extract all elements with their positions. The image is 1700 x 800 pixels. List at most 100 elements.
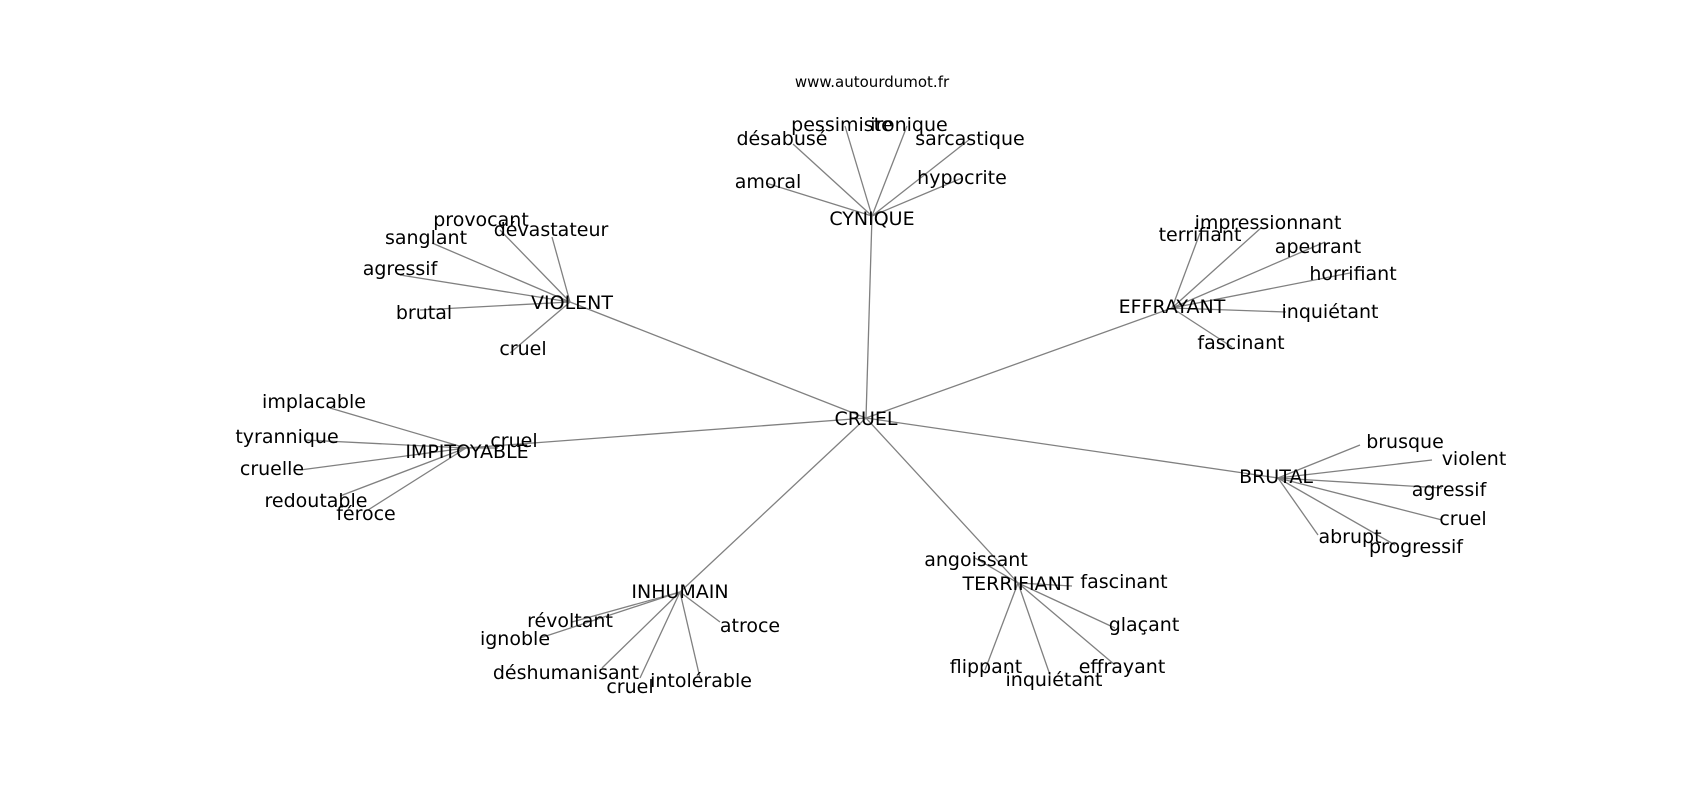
leaf-word: cruelle (240, 458, 304, 480)
center-to-terrifiant-edge (865, 417, 1019, 584)
leaf-word: apeurant (1275, 236, 1361, 258)
impitoyable-leaf-edge (304, 439, 467, 449)
edges (299, 125, 1443, 679)
center-to-cynique-edge (865, 215, 873, 419)
leaf-word: terrifiant (1159, 224, 1242, 246)
violent-leaf-edge (551, 236, 571, 303)
cynique-leaf-edge (844, 125, 873, 217)
groups: CYNIQUE désabusépessimisteironiquesarcast… (235, 114, 1506, 698)
brutal-leaf-edge (1277, 477, 1396, 546)
leaf-word: brusque (1366, 431, 1444, 453)
leaf-word: fascinant (1197, 332, 1284, 354)
leaf-word: hypocrite (917, 167, 1007, 189)
leaf-word: agressif (1412, 479, 1488, 501)
leaf-word: angoissant (924, 549, 1028, 571)
effrayant-leaf-edge (1171, 272, 1351, 309)
cynique-leaf-edge (765, 182, 873, 217)
leaf-word: abrupt (1318, 526, 1381, 548)
inhumain-leaf-edge (679, 591, 701, 679)
impitoyable-leaf-edge (299, 447, 467, 471)
leaf-word: cruel (1439, 508, 1486, 530)
inhumain-leaf-edge (679, 591, 721, 623)
inhumain-leaf-edge (601, 591, 681, 669)
leaf-word: progressif (1369, 536, 1464, 558)
brutal-leaf-edge (1277, 459, 1433, 479)
leaf-word: effrayant (1079, 656, 1166, 678)
leaf-word: redoutable (265, 490, 368, 512)
group-label-brutal: BRUTAL (1239, 466, 1313, 488)
leaf-word: dévastateur (494, 219, 609, 241)
effrayant-leaf-edge (1171, 307, 1233, 348)
impitoyable-leaf-edge (339, 447, 467, 497)
inhumain-leaf-edge (539, 591, 681, 639)
source-label: www.autourdumot.fr (795, 73, 950, 91)
leaf-word: brutal (396, 302, 452, 324)
leaf-word: désabusé (737, 128, 828, 150)
group-label-cynique: CYNIQUE (829, 208, 914, 230)
leaf-word: inquiétant (1282, 301, 1379, 323)
cynique-leaf-edge (871, 177, 963, 217)
effrayant-leaf-edge (1171, 232, 1201, 309)
center-to-effrayant-edge (865, 307, 1173, 419)
leaf-word: ignoble (480, 628, 550, 650)
leaf-word: cruel (490, 430, 537, 452)
leaf-word: amoral (735, 171, 802, 193)
impitoyable-leaf-edge (367, 447, 467, 511)
violent-leaf-edge (419, 301, 571, 311)
leaf-word: flippant (950, 656, 1023, 678)
leaf-word: impressionnant (1195, 212, 1342, 234)
inhumain-leaf-edge (639, 591, 681, 679)
center-to-brutal-edge (865, 417, 1279, 479)
impitoyable-leaf-edge (329, 407, 467, 449)
group-label-inhumain: INHUMAIN (631, 581, 728, 603)
leaf-word: provocant (433, 209, 529, 231)
brutal-leaf-edge (1277, 477, 1443, 521)
group-label-violent: VIOLENT (531, 292, 613, 314)
brutal-leaf-edge (1277, 477, 1443, 489)
leaf-word: révoltant (527, 610, 613, 632)
brutal-leaf-edge (1277, 444, 1361, 479)
group-label-terrifiant: TERRIFIANT (962, 573, 1074, 595)
effrayant-leaf-edge (1171, 307, 1287, 313)
leaf-word: déshumanisant (493, 662, 639, 684)
center-to-inhumain-edge (679, 417, 867, 593)
violent-leaf-edge (509, 301, 571, 354)
leaf-word: sarcastique (915, 128, 1024, 150)
center-to-violent-edge (569, 301, 867, 419)
center-to-impitoyable-edge (465, 417, 867, 449)
group-label-impitoyable: IMPITOYABLE (405, 441, 528, 463)
leaf-word: sanglant (385, 227, 467, 249)
terrifiant-leaf-edge (984, 582, 1019, 671)
leaf-word: intolérable (650, 670, 752, 692)
effrayant-leaf-edge (1171, 226, 1263, 309)
cynique-leaf-edge (871, 138, 971, 217)
inhumain-leaf-edge (571, 591, 681, 623)
leaf-word: glaçant (1109, 614, 1180, 636)
terrifiant-leaf-edge (1017, 582, 1051, 676)
leaf-word: pessimiste (791, 114, 893, 136)
leaf-word: cruel (499, 338, 546, 360)
leaf-word: atroce (720, 615, 780, 637)
leaf-word: violent (1442, 448, 1507, 470)
violent-leaf-edge (431, 242, 571, 303)
terrifiant-leaf-edge (1017, 582, 1116, 629)
cynique-leaf-edge (871, 125, 908, 217)
violent-leaf-edge (499, 229, 571, 303)
cynique-leaf-edge (792, 143, 873, 217)
leaf-word: fascinant (1080, 571, 1167, 593)
brutal-leaf-edge (1277, 477, 1319, 536)
leaf-word: horrifiant (1309, 263, 1396, 285)
leaf-word: implacable (262, 391, 366, 413)
terrifiant-leaf-edge (974, 557, 1019, 584)
leaf-word: tyrannique (235, 426, 338, 448)
leaf-word: ironique (870, 114, 947, 136)
violent-leaf-edge (399, 274, 571, 303)
terrifiant-leaf-edge (1017, 582, 1116, 666)
leaf-word: cruel (606, 676, 653, 698)
leaf-word: agressif (363, 258, 439, 280)
terrifiant-leaf-edge (1017, 582, 1073, 587)
leaf-word: féroce (336, 503, 396, 525)
leaf-word: inquiétant (1006, 669, 1103, 691)
group-label-effrayant: EFFRAYANT (1119, 296, 1226, 318)
